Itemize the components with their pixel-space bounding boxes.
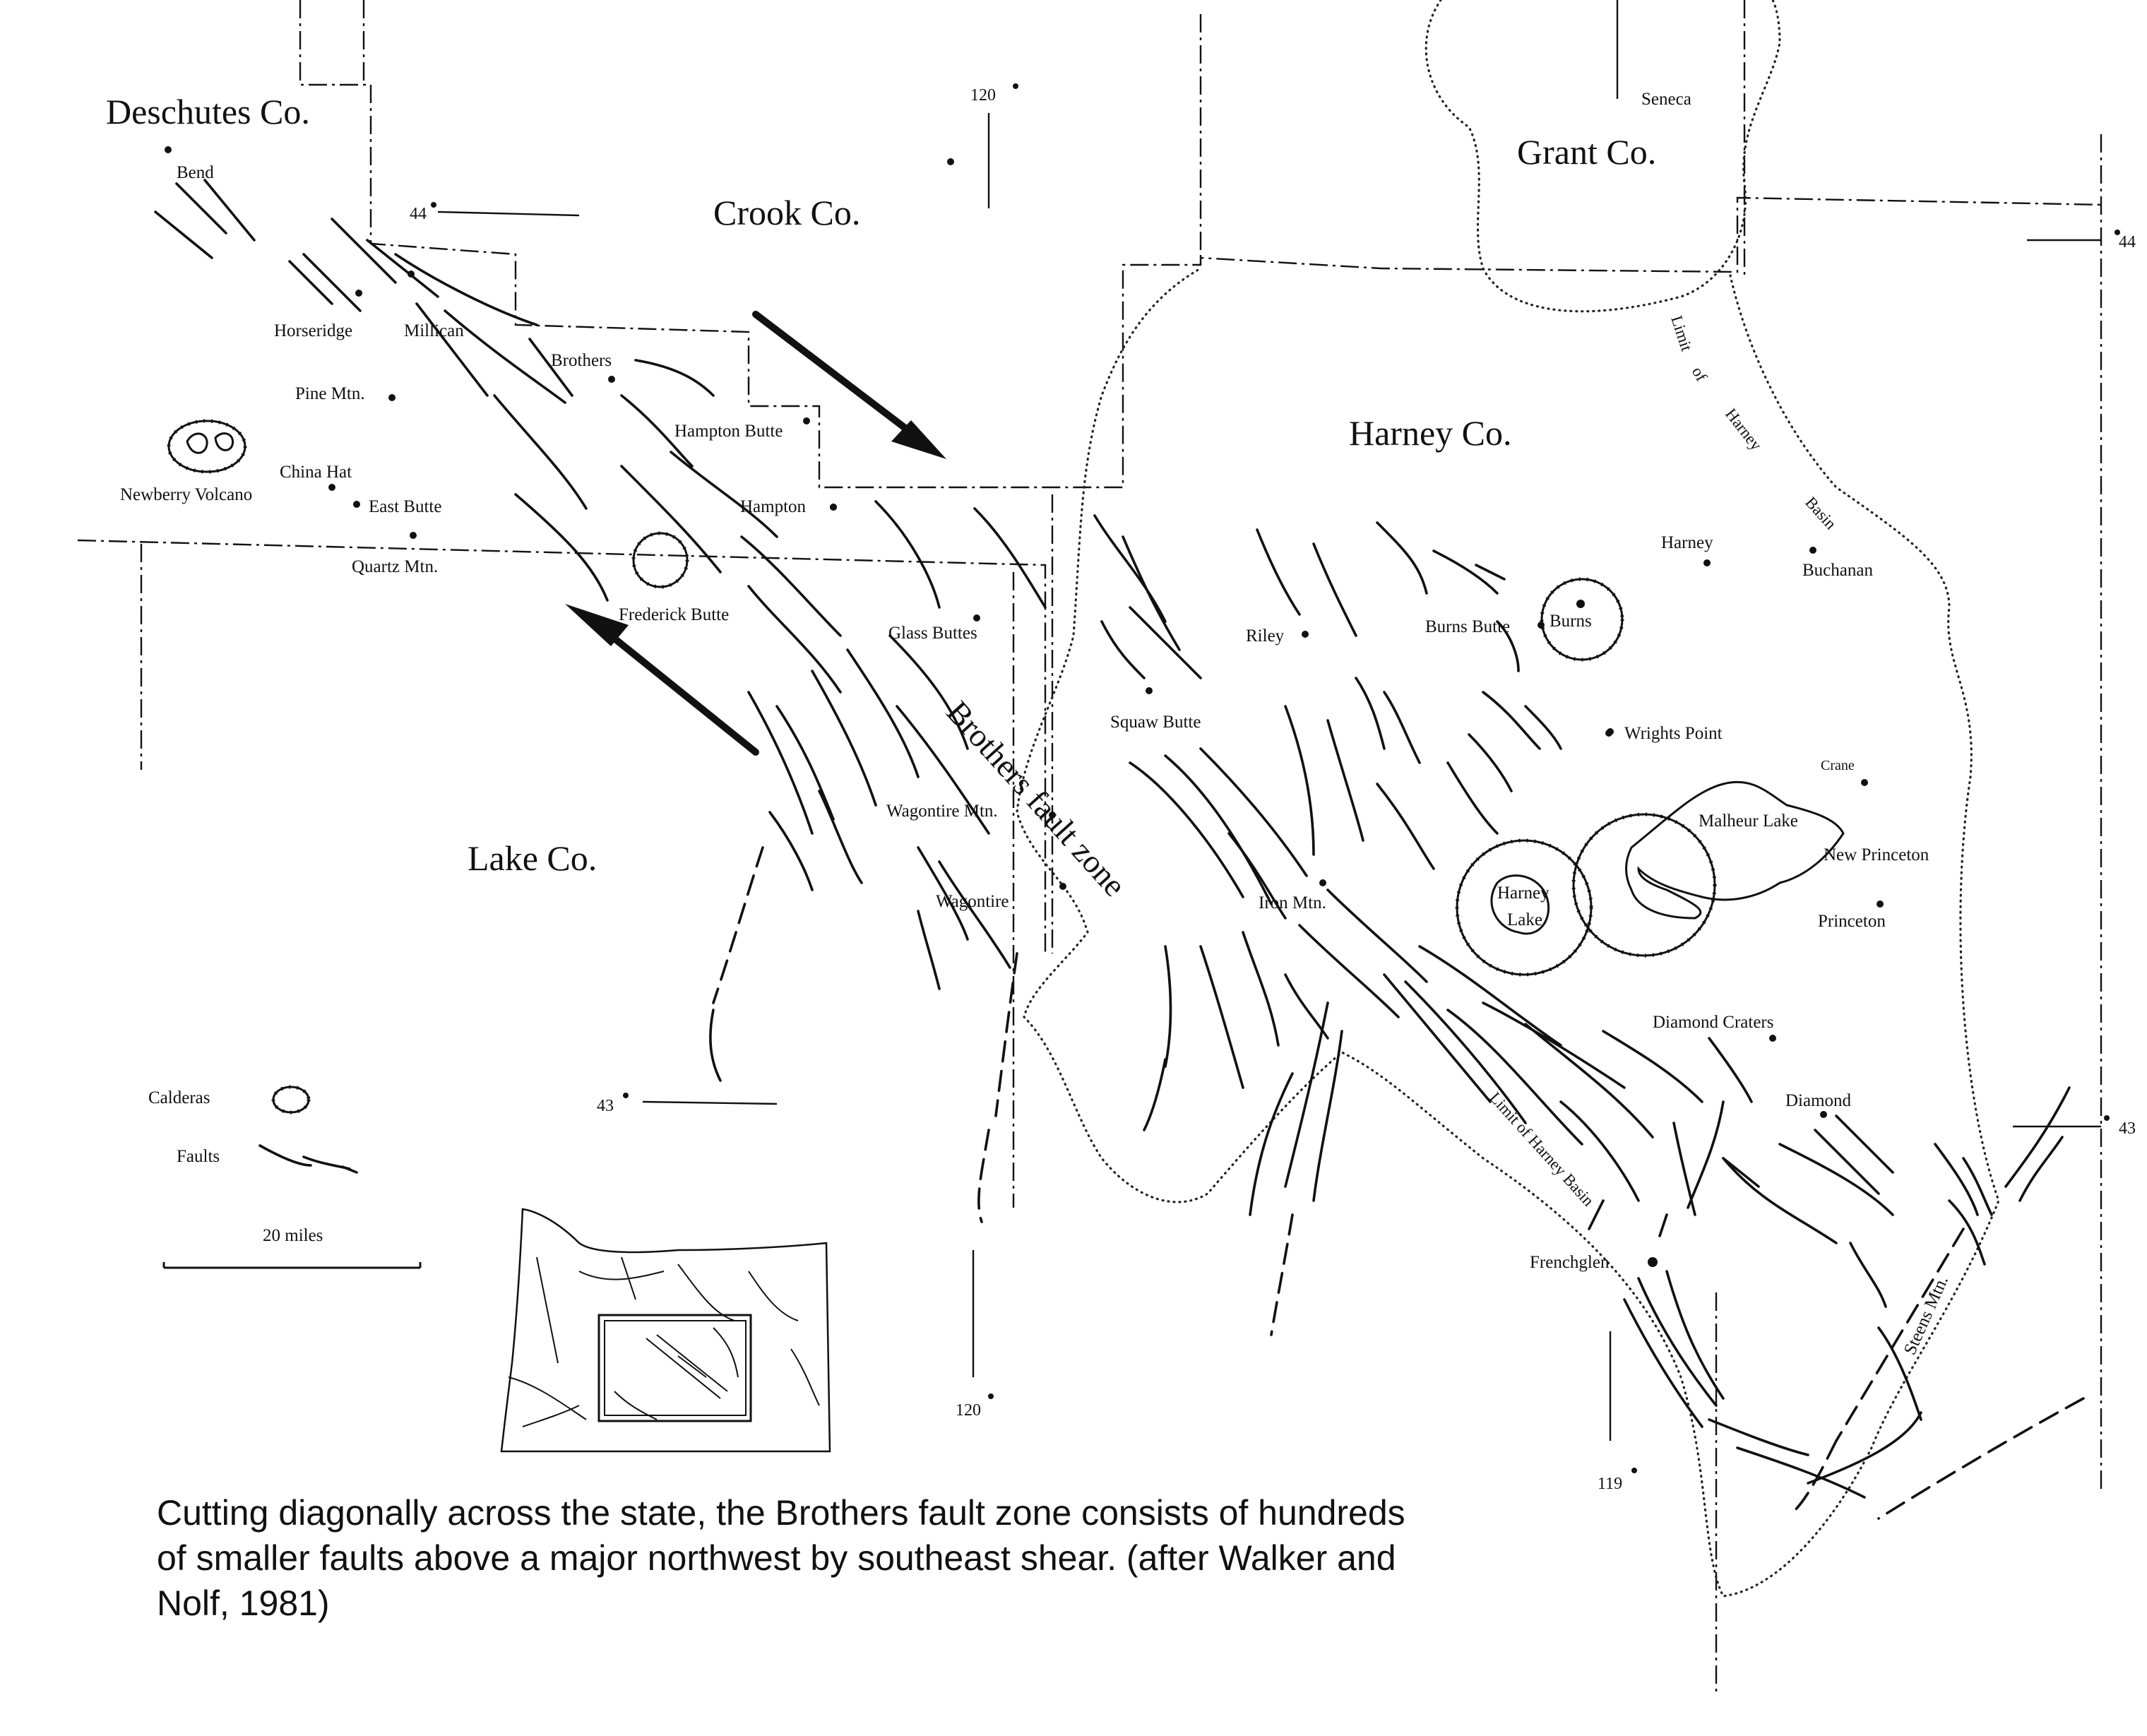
place-brothers: Brothers <box>551 351 612 370</box>
legend-fault-icon <box>258 1144 312 1167</box>
place-wagontire: Wagontire <box>936 892 1009 911</box>
place-malheur-lake: Malheur Lake <box>1699 811 1798 831</box>
caption-line-3: Nolf, 1981) <box>157 1583 330 1623</box>
basin-limit-label-4: Basin <box>1802 494 1840 533</box>
place-east-butte: East Butte <box>369 497 441 516</box>
place-bend: Bend <box>177 163 214 182</box>
figure-caption: Cutting diagonally across the state, the… <box>157 1490 1654 1626</box>
county-label-harney: Harney Co. <box>1349 413 1512 453</box>
county-boundaries <box>77 0 2105 1695</box>
place-harney: Harney <box>1661 533 1713 552</box>
lon-120-top-label: 120 <box>970 86 996 105</box>
place-quartz-mtn: Quartz Mtn. <box>352 557 438 576</box>
study-area-box <box>597 1314 752 1422</box>
county-label-crook: Crook Co. <box>713 193 860 232</box>
place-harney-lake-1: Harney <box>1497 884 1550 903</box>
fault-lines <box>154 179 2085 1520</box>
place-iron-mtn: Iron Mtn. <box>1259 893 1326 912</box>
place-newberry-volcano: Newberry Volcano <box>120 485 252 504</box>
place-frenchglen: Frenchglen <box>1530 1253 1610 1272</box>
legend-calderas-label: Calderas <box>148 1088 210 1107</box>
map-legend: Calderas Faults 20 miles <box>148 1085 422 1269</box>
lat-44-left-label: 44 <box>410 205 427 223</box>
county-label-grant: Grant Co. <box>1517 132 1656 172</box>
legend-faults-label: Faults <box>177 1147 220 1166</box>
graticule <box>437 0 2101 1441</box>
place-steens-mtn: Steens Mtn. <box>1901 1273 1952 1357</box>
place-glass-buttes: Glass Buttes <box>888 624 977 643</box>
basin-limit-label-3: Harney <box>1722 405 1766 454</box>
brothers-fault-zone-label: Brothers fault zone <box>940 694 1134 903</box>
place-riley: Riley <box>1246 626 1285 646</box>
lon-119-label: 119 <box>1598 1475 1622 1493</box>
lon-120-bottom-label: 120 <box>956 1401 981 1420</box>
place-frederick-butte: Frederick Butte <box>619 605 729 624</box>
harney-lake-caldera-icon <box>1456 839 1593 976</box>
basin-limit-label-2: of <box>1689 364 1711 384</box>
place-seneca: Seneca <box>1641 90 1691 109</box>
place-crane: Crane <box>1821 758 1855 773</box>
oregon-inset-map <box>500 1208 831 1453</box>
county-label-deschutes: Deschutes Co. <box>106 92 310 131</box>
place-burns: Burns <box>1550 612 1592 631</box>
lat-43-left-label: 43 <box>597 1097 614 1115</box>
place-buchanan: Buchanan <box>1802 561 1873 580</box>
place-millican: Millican <box>404 321 464 340</box>
basin-limit-label-lower: Limit of Harney Basin <box>1486 1089 1598 1210</box>
basin-limit-label-1: Limit <box>1667 314 1696 354</box>
place-wrights-point: Wrights Point <box>1624 724 1723 743</box>
calderas <box>167 419 1845 977</box>
lat-44-right-label: 44 <box>2119 233 2136 251</box>
place-harney-lake-2: Lake <box>1507 910 1542 929</box>
place-squaw-butte: Squaw Butte <box>1110 713 1201 732</box>
caption-line-2: of smaller faults above a major northwes… <box>157 1538 1396 1578</box>
place-pine-mtn: Pine Mtn. <box>295 384 365 403</box>
harney-basin-limit <box>1016 0 2000 1598</box>
place-princeton: Princeton <box>1818 912 1886 931</box>
legend-caldera-icon <box>272 1086 310 1114</box>
county-label-lake: Lake Co. <box>468 838 597 878</box>
place-horseridge: Horseridge <box>274 321 352 340</box>
shear-arrows <box>565 311 946 756</box>
place-burns-butte: Burns Butte <box>1425 617 1510 636</box>
caption-line-1: Cutting diagonally across the state, the… <box>157 1493 1405 1533</box>
place-new-princeton: New Princeton <box>1824 845 1929 864</box>
place-wagontire-mtn: Wagontire Mtn. <box>886 802 998 821</box>
legend-scale-label: 20 miles <box>263 1226 323 1245</box>
place-diamond: Diamond <box>1785 1091 1852 1110</box>
place-hampton-butte: Hampton Butte <box>674 422 783 441</box>
place-markers <box>165 83 2120 1473</box>
lat-43-right-label: 43 <box>2119 1119 2136 1138</box>
place-hampton: Hampton <box>740 497 807 516</box>
place-diamond-craters: Diamond Craters <box>1653 1013 1773 1032</box>
place-china-hat: China Hat <box>280 463 352 482</box>
